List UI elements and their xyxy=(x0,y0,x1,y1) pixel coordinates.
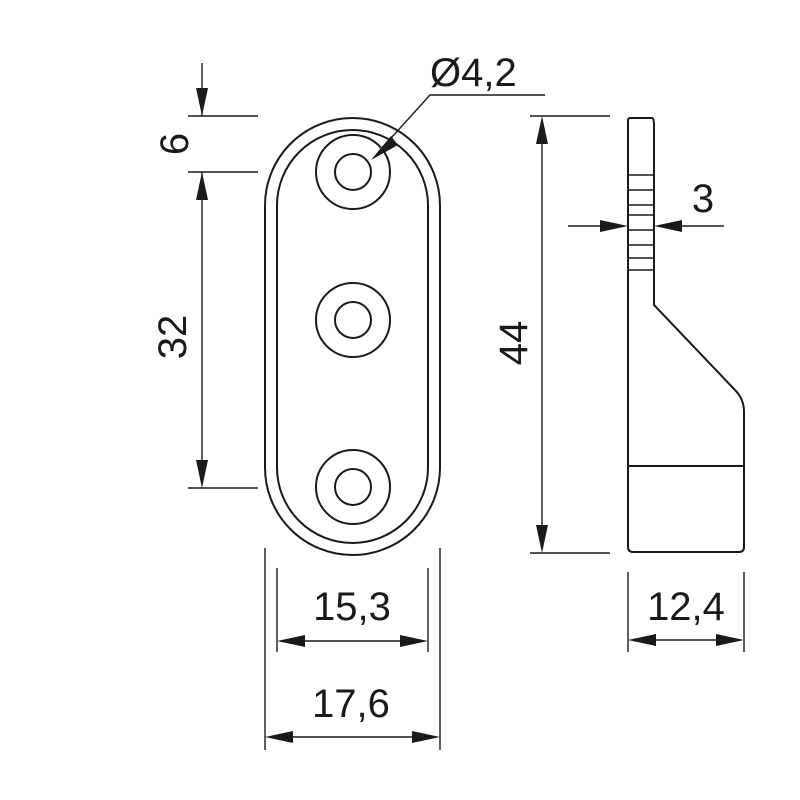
mounting-hole-bottom xyxy=(315,449,391,525)
front-view xyxy=(264,117,441,556)
top-offset-label: 6 xyxy=(153,133,197,155)
bracket-grip-ribs xyxy=(628,174,654,271)
side-view xyxy=(627,117,745,553)
depth-dimension: 12,4 xyxy=(627,572,745,652)
plate-inner-outline xyxy=(276,129,429,544)
hole-diameter-dimension: Ø4,2 xyxy=(371,51,545,160)
outer-width-dimension: 17,6 xyxy=(264,548,441,750)
overall-height-dimension: 44 xyxy=(492,115,610,554)
thickness-dimension: 3 xyxy=(568,177,724,232)
depth-label: 12,4 xyxy=(647,585,725,629)
mounting-hole-middle xyxy=(315,282,391,358)
hole-diameter-label: Ø4,2 xyxy=(430,51,517,95)
overall-height-label: 44 xyxy=(492,321,536,366)
bracket-profile xyxy=(627,117,745,553)
thickness-label: 3 xyxy=(692,177,714,221)
mounting-hole-top xyxy=(315,134,391,210)
inner-width-label: 15,3 xyxy=(313,585,391,629)
hole-spacing-label: 32 xyxy=(151,315,195,360)
inner-width-dimension: 15,3 xyxy=(276,568,429,652)
top-offset-dimension: 6 xyxy=(153,63,258,200)
outer-width-label: 17,6 xyxy=(312,682,390,726)
hole-spacing-dimension: 32 xyxy=(151,200,258,489)
plate-outer-outline xyxy=(264,117,441,556)
